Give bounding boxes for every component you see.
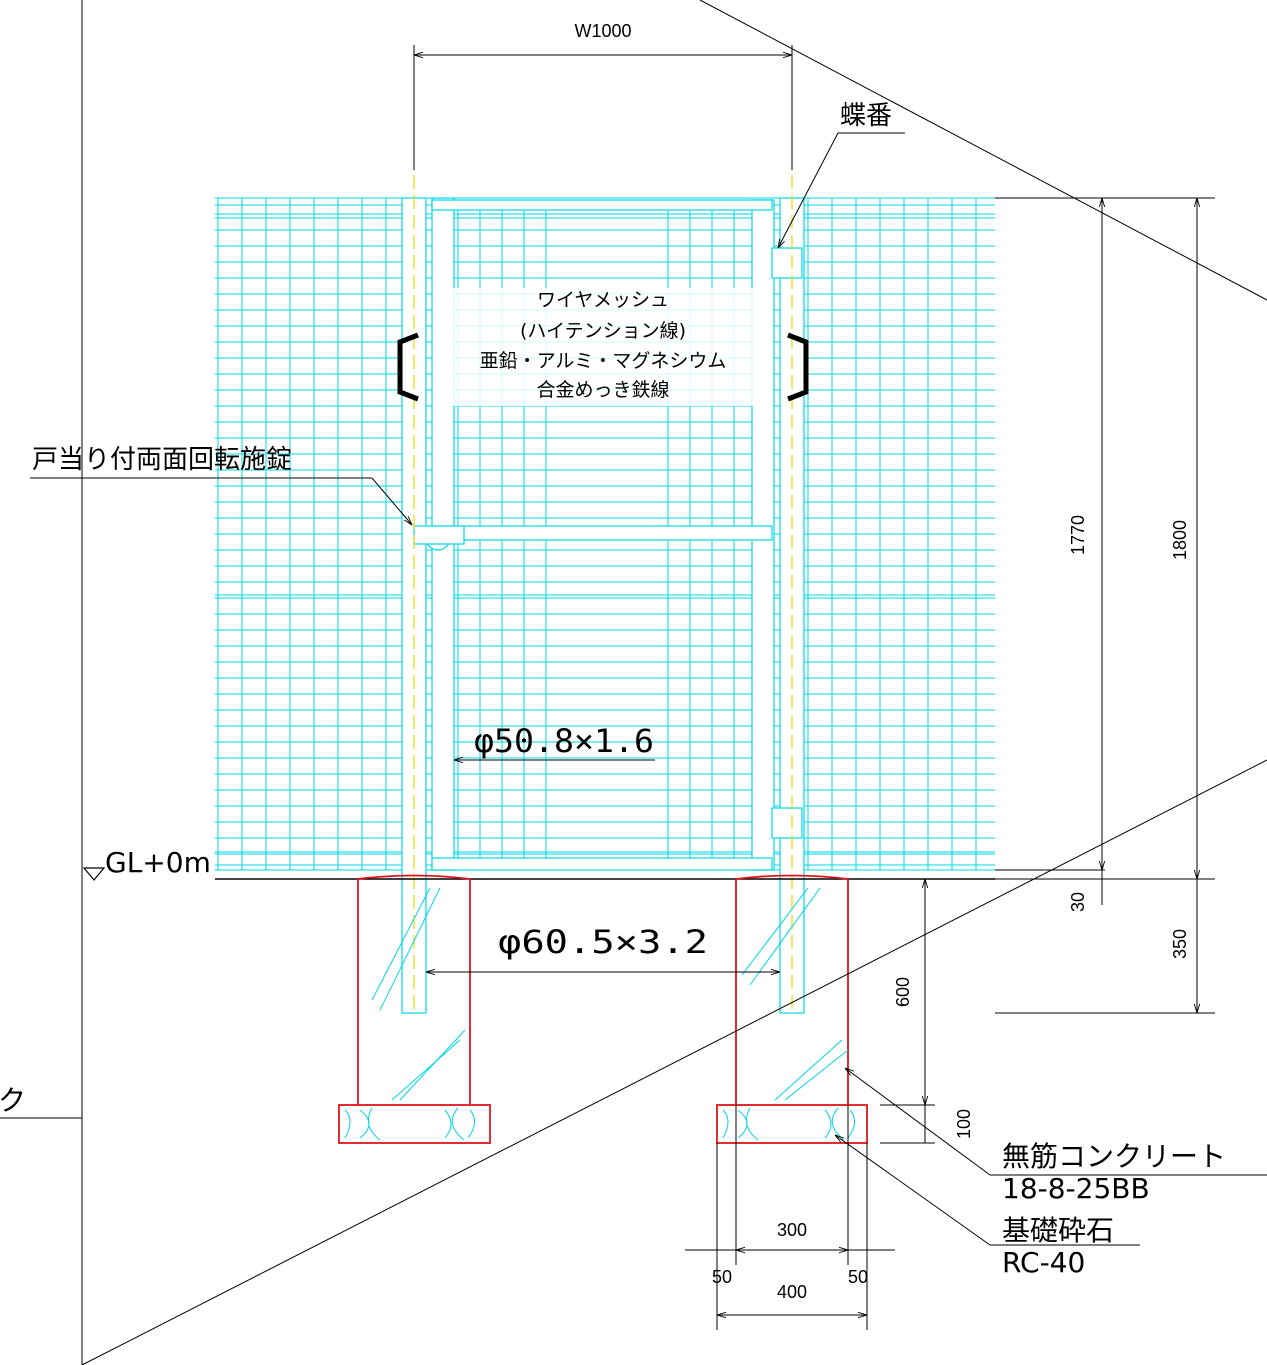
lock-label: 戸当り付両面回転施錠 [32, 445, 292, 475]
dim-gap-bottom: 30 [1068, 892, 1088, 912]
ground-level-triangle-icon [82, 867, 106, 881]
mesh-note-line-3: 亜鉛・アルミ・マグネシウム [480, 350, 727, 372]
gravel-spec-label: RC-40 [1002, 1246, 1085, 1279]
hinge-label: 蝶番 [840, 101, 892, 131]
gate-bottom-rail [431, 857, 773, 871]
gate-top-rail [431, 199, 773, 211]
dim-height-total: 1800 [1170, 520, 1190, 560]
leader-lines [0, 132, 1267, 1246]
post-pipe-label: φ60.5×3.2 [498, 923, 708, 961]
dim-embed-depth: 350 [1170, 929, 1190, 959]
dim-footing-outer: 400 [777, 1282, 807, 1302]
dim-height-mesh: 1770 [1068, 515, 1088, 555]
concrete-footings [338, 874, 868, 1144]
dim-edge-left: 50 [712, 1267, 732, 1287]
dim-width-top: W1000 [574, 21, 631, 41]
gate-mid-rail [431, 525, 773, 541]
concrete-label: 無筋コンクリート [1002, 1140, 1226, 1173]
dimension-lines [413, 45, 1215, 1330]
concrete-spec-label: 18-8-25BB [1002, 1172, 1150, 1205]
hinge-bottom [771, 807, 803, 839]
mesh-note-background [440, 288, 765, 406]
lock-plate [413, 525, 465, 545]
dim-footing-depth: 600 [893, 977, 913, 1007]
gravel-label: 基礎砕石 [1002, 1214, 1114, 1247]
dim-edge-right: 50 [848, 1267, 868, 1287]
cut-left-label: ク [0, 1084, 26, 1117]
mesh-note-line-2: (ハイテンション線) [520, 320, 686, 342]
dim-footing-inner: 300 [777, 1220, 807, 1240]
mesh-note-line-1: ワイヤメッシュ [537, 289, 669, 311]
gate-pipe-label: φ50.8×1.6 [474, 722, 654, 760]
hinge-top [771, 247, 803, 279]
section-cut-lines [81, 0, 1267, 1365]
mesh-note-line-4: 合金めっき鉄線 [536, 379, 669, 401]
gravel-hatch [344, 887, 855, 1141]
ground-level-label: GL+0m [105, 846, 211, 879]
mesh-note-brackets [397, 332, 809, 402]
dim-gravel-depth: 100 [954, 1109, 974, 1139]
